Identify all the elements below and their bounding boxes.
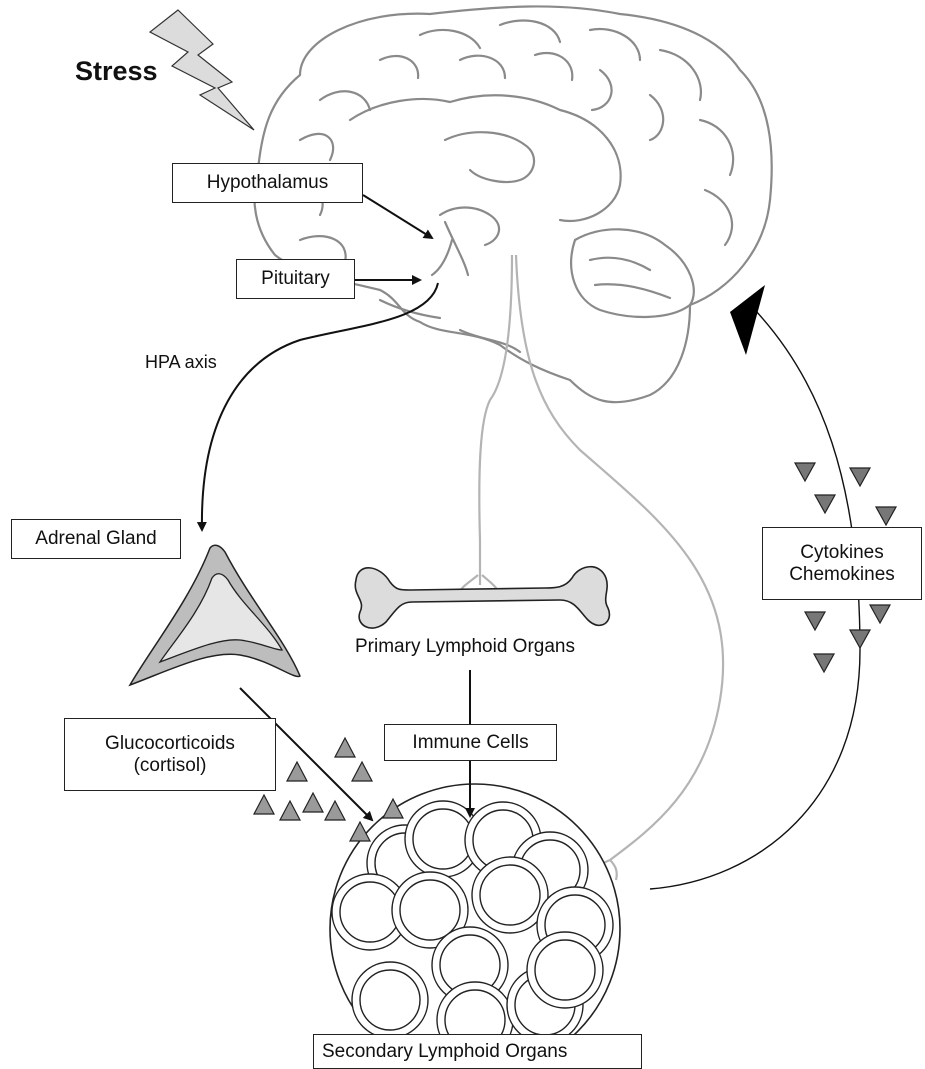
feedback-arrowhead-icon: [730, 285, 765, 355]
primary-lymphoid-label: Primary Lymphoid Organs: [355, 636, 575, 658]
immune-cells-text: Immune Cells: [412, 732, 528, 754]
hypothalamus-text: Hypothalamus: [207, 172, 328, 194]
pituitary-text: Pituitary: [261, 268, 330, 290]
secondary-lymphoid-label: Secondary Lymphoid Organs: [313, 1034, 642, 1069]
hypothalamus-label: Hypothalamus: [172, 163, 363, 203]
hypothalamus-arrow: [363, 195, 432, 238]
chemokines-text: Chemokines: [789, 564, 895, 586]
hpa-axis-label: HPA axis: [145, 352, 217, 373]
glucocorticoids-text: Glucocorticoids: [105, 733, 235, 755]
adrenal-gland-illustration: [130, 545, 300, 685]
hpa-axis-arrow: [202, 283, 438, 530]
adrenal-gland-label: Adrenal Gland: [11, 519, 181, 559]
cytokines-text: Cytokines: [800, 542, 883, 564]
lightning-bolt-icon: [150, 10, 254, 130]
secondary-lymphoid-illustration: [330, 784, 620, 1069]
secondary-lymphoid-text: Secondary Lymphoid Organs: [322, 1041, 567, 1063]
glucocorticoids-label: Glucocorticoids (cortisol): [64, 718, 276, 791]
immune-cells-label: Immune Cells: [384, 724, 557, 761]
brain-illustration: [254, 6, 771, 402]
cytokines-chemokines-label: Cytokines Chemokines: [762, 527, 922, 600]
pituitary-label: Pituitary: [236, 259, 355, 299]
cortisol-text: (cortisol): [134, 755, 207, 777]
adrenal-gland-text: Adrenal Gland: [35, 528, 156, 550]
stress-label: Stress: [75, 56, 158, 87]
